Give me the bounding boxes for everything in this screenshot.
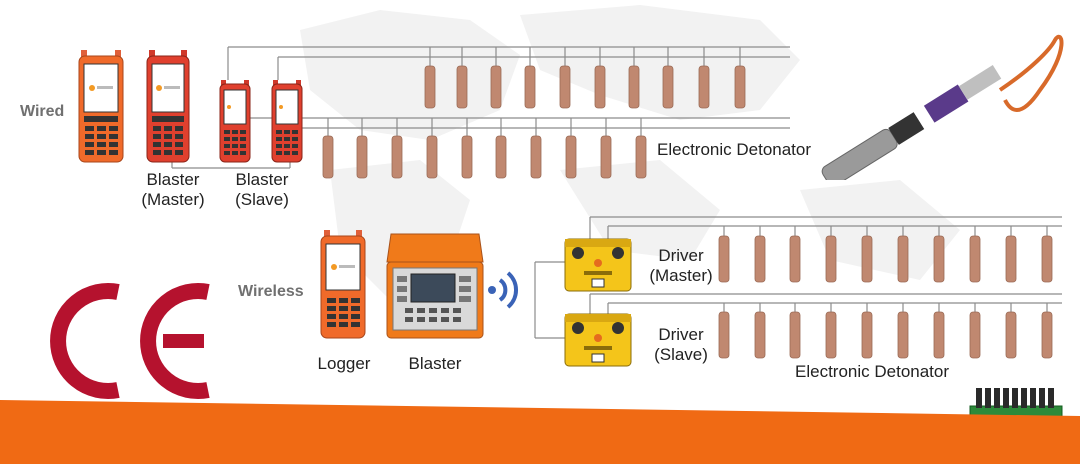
logger-device-icon xyxy=(320,230,366,339)
driver-slave-label-line2: (Slave) xyxy=(654,345,708,364)
detonator xyxy=(565,135,577,179)
blaster-master-label-line2: (Master) xyxy=(141,190,205,209)
blaster-master-label: Blaster (Master) xyxy=(133,170,213,210)
detonator xyxy=(933,235,945,283)
detonator xyxy=(391,135,403,179)
detonator xyxy=(718,311,730,359)
detonator xyxy=(1005,311,1017,359)
logger-label: Logger xyxy=(317,354,371,373)
wireless-detonator-label: Electronic Detonator xyxy=(795,362,950,381)
footer-band xyxy=(0,400,1080,464)
detonator xyxy=(490,65,502,109)
detonator xyxy=(789,311,801,359)
blaster-slave-label: Blaster (Slave) xyxy=(226,170,298,210)
blaster-slave-device-icon xyxy=(271,80,303,163)
detonator xyxy=(594,65,606,109)
detonator xyxy=(635,135,647,179)
detonator xyxy=(628,65,640,109)
detonator xyxy=(734,65,746,109)
detonator xyxy=(600,135,612,179)
driver-slave-box-icon xyxy=(564,313,632,367)
ce-certification-mark xyxy=(50,283,210,399)
detonator xyxy=(1041,235,1053,283)
wired-detonator-label: Electronic Detonator xyxy=(657,140,812,159)
detonator xyxy=(456,65,468,109)
blaster-label: Blaster xyxy=(408,354,462,373)
detonator xyxy=(861,235,873,283)
detonator xyxy=(825,235,837,283)
detonator xyxy=(897,311,909,359)
wifi-signal-icon xyxy=(488,271,519,309)
detonator xyxy=(559,65,571,109)
blaster-case-icon xyxy=(386,233,484,339)
detonator xyxy=(322,135,334,179)
detonator xyxy=(461,135,473,179)
detonator xyxy=(933,311,945,359)
detonator xyxy=(495,135,507,179)
detonator xyxy=(861,311,873,359)
blaster-master-label-line1: Blaster xyxy=(146,170,200,189)
wired-section-title: Wired xyxy=(20,103,65,120)
driver-master-box-icon xyxy=(564,238,632,292)
detonator xyxy=(897,235,909,283)
detonator xyxy=(754,235,766,283)
driver-master-label-line1: Driver xyxy=(658,246,704,265)
detonator xyxy=(754,311,766,359)
driver-master-label: Driver (Master) xyxy=(644,246,718,286)
detonator xyxy=(662,65,674,109)
detonator xyxy=(530,135,542,179)
detonator xyxy=(1005,235,1017,283)
detonator xyxy=(698,65,710,109)
blaster-slave-label-line2: (Slave) xyxy=(235,190,289,209)
detonator xyxy=(524,65,536,109)
detonator xyxy=(1041,311,1053,359)
wireless-section-title: Wireless xyxy=(238,283,304,300)
handheld-device-icon xyxy=(78,50,124,163)
driver-slave-label-line1: Driver xyxy=(658,325,704,344)
detonator xyxy=(789,235,801,283)
driver-master-label-line2: (Master) xyxy=(649,266,713,285)
blaster-slave-label-line1: Blaster xyxy=(235,170,289,189)
blaster-master-device-icon xyxy=(146,50,190,163)
driver-slave-label: Driver (Slave) xyxy=(647,325,715,365)
detonator xyxy=(424,65,436,109)
detonator xyxy=(718,235,730,283)
detonator xyxy=(356,135,368,179)
detonator xyxy=(969,311,981,359)
detonator xyxy=(969,235,981,283)
blaster-slave-device-icon xyxy=(219,80,251,163)
detonator xyxy=(426,135,438,179)
electronic-detonator-photo-icon xyxy=(821,34,1064,180)
detonator xyxy=(825,311,837,359)
